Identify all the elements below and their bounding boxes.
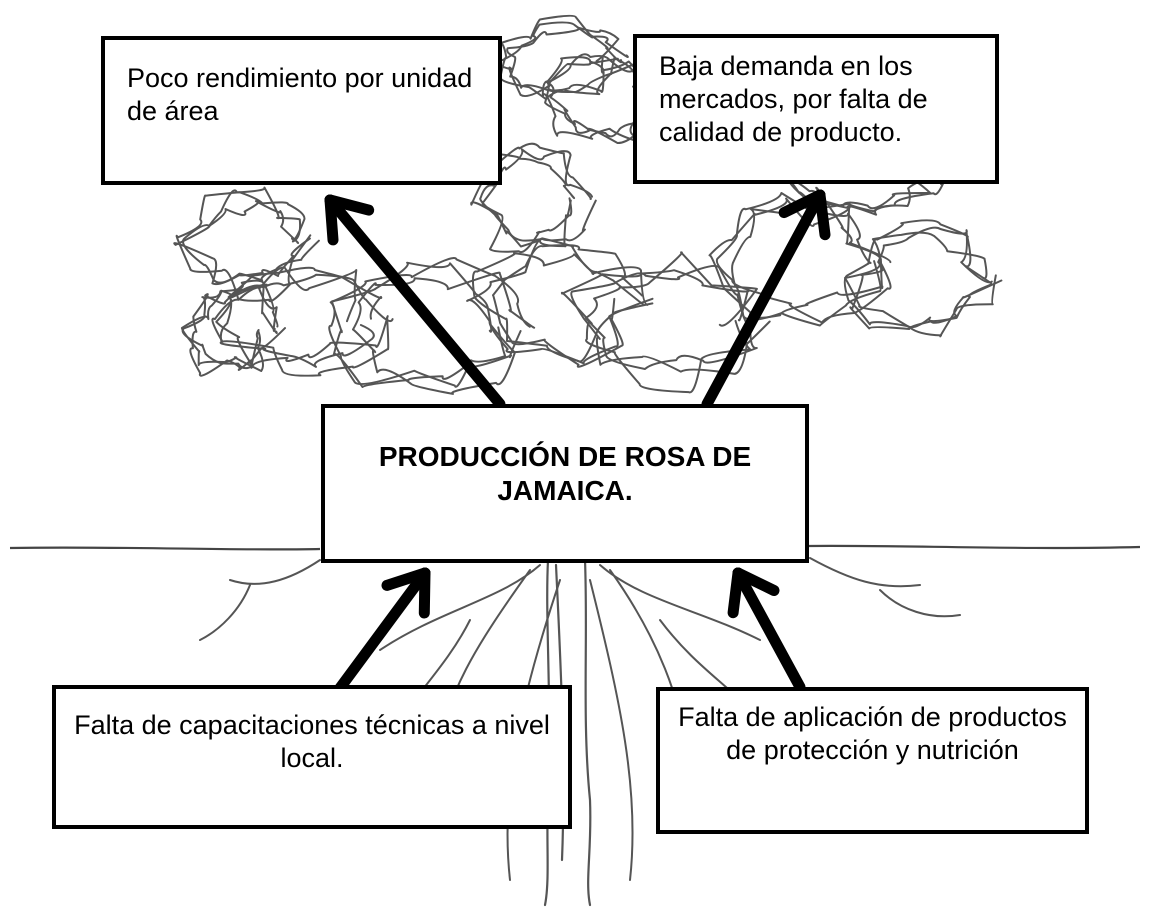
leaf-scribble [181,279,278,370]
ground-line [9,544,1141,551]
effect-box-left: Poco rendimiento por unidad de área [101,36,502,185]
leaf-scribble [492,244,643,368]
root-line [879,589,961,618]
leaf-scribble [175,191,312,303]
arrows-group [324,189,831,694]
arrow-to-effect-right [701,189,831,410]
arrow-from-cause-right [727,567,806,693]
central-problem-box: PRODUCCIÓN DE ROSA DE JAMAICA. [321,404,809,563]
cause-text-left: Falta de capacitaciones técnicas a nivel… [74,710,550,773]
effect-text-left: Poco rendimiento por unidad de área [127,63,473,126]
leaf-scribble [715,192,892,324]
effect-box-right: Baja demanda en los mercados, por falta … [633,34,999,184]
leaf-scribble [506,26,639,94]
cause-text-right: Falta de aplicación de productos de prot… [678,702,1067,765]
root-line [809,557,921,588]
leaf-scribble [215,266,389,367]
leaf-scribble [189,283,286,377]
central-problem-text: PRODUCCIÓN DE ROSA DE JAMAICA. [378,441,752,506]
tree-canopy-sketch [173,14,1003,395]
leaf-scribble [481,148,593,254]
arrow-from-cause-left [334,567,431,694]
root-line [589,579,634,881]
leaf-scribble [731,186,892,327]
arrow-to-effect-left [324,194,506,410]
leaf-scribble [544,56,667,138]
trunk-line [583,558,592,907]
leaf-scribble [219,273,394,368]
leaf-scribble [328,257,531,388]
root-line [199,584,251,641]
leaf-scribble [211,266,390,377]
leaf-scribble [560,269,752,394]
leaf-scribble [541,53,665,142]
leaf-scribble [470,152,576,248]
leaf-scribble [479,142,597,242]
root-line [229,559,321,585]
leaf-scribble [471,252,654,363]
cause-box-right: Falta de aplicación de productos de prot… [656,687,1089,834]
effect-text-right: Baja demanda en los mercados, por falta … [659,51,928,147]
leaf-scribble [352,271,536,395]
cause-box-left: Falta de capacitaciones técnicas a nivel… [52,685,572,829]
leaf-scribble [182,200,320,284]
leaf-scribble [570,264,771,375]
leaf-scribble [843,219,993,329]
